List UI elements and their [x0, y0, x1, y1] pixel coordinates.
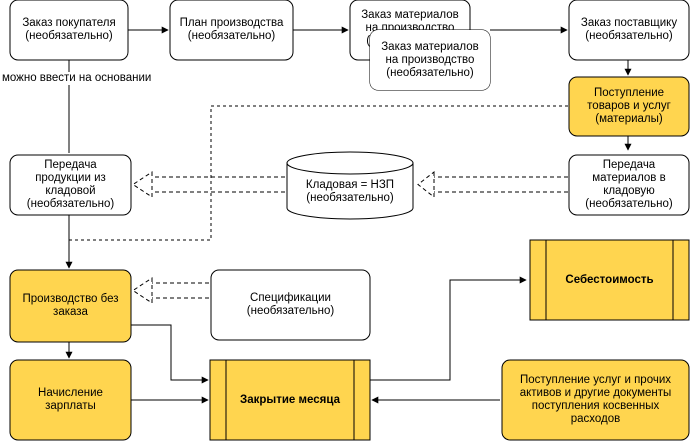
node-storage-wip[interactable]	[286, 151, 414, 220]
node-production-plan[interactable]	[169, 0, 294, 61]
edge-month-close-to-cost-price	[370, 276, 527, 381]
edge-specifications-to-production	[132, 277, 209, 304]
node-payroll[interactable]	[9, 359, 132, 441]
node-production-no-order[interactable]	[9, 269, 132, 343]
nodes	[9, 0, 690, 441]
node-materials-transfer[interactable]	[568, 154, 690, 216]
node-specifications[interactable]	[210, 269, 371, 341]
node-product-transfer[interactable]	[9, 154, 132, 216]
edge-materials-transfer-to-storage	[417, 170, 568, 199]
edge-production-to-month-close	[128, 324, 209, 384]
node-customer-order[interactable]	[9, 0, 129, 61]
edge-storage-to-product-transfer	[132, 171, 285, 198]
annotation-basis-note: можно ввести на основании	[2, 72, 152, 85]
node-services-receipt[interactable]	[501, 359, 690, 441]
node-materials-order-front[interactable]	[369, 29, 491, 91]
node-cost-price[interactable]	[529, 239, 690, 321]
node-goods-receipt[interactable]	[568, 76, 690, 137]
node-supplier-order[interactable]	[568, 0, 690, 61]
node-month-close[interactable]	[209, 359, 371, 441]
